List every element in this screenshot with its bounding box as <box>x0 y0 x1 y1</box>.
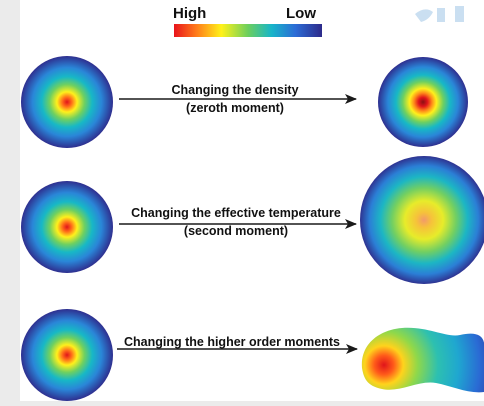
initial-distribution-2 <box>21 181 113 273</box>
distorted-distribution <box>361 327 484 393</box>
row1-label-line1: Changing the density <box>171 83 299 97</box>
colorbar-low-label: Low <box>286 5 316 22</box>
corner-decoration <box>415 6 464 22</box>
initial-distribution-1 <box>21 56 113 148</box>
colorbar <box>174 24 322 37</box>
row2-label-line2: (second moment) <box>183 224 289 238</box>
row2-label-line1: Changing the effective temperature <box>131 206 341 220</box>
row1-label-line2: (zeroth moment) <box>186 101 284 115</box>
denser-distribution <box>378 57 468 147</box>
initial-distribution-3 <box>21 309 113 401</box>
colorbar-high-label: High <box>173 5 207 22</box>
row3-label-line1: Changing the higher order moments <box>124 335 340 349</box>
broader-distribution <box>360 156 484 284</box>
